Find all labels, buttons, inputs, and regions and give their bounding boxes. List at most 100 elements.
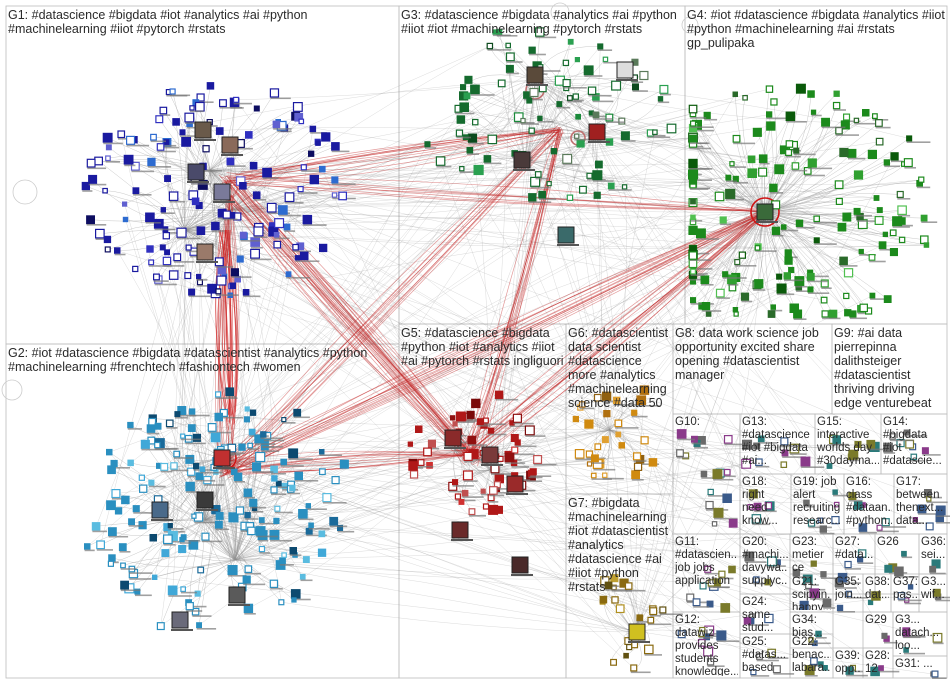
node-caption	[932, 677, 947, 679]
edge-inter	[311, 525, 636, 633]
node-caption	[322, 502, 347, 504]
hub-avatar	[196, 243, 214, 261]
node	[466, 146, 474, 154]
edge-mention	[468, 131, 561, 457]
node	[279, 557, 286, 565]
node	[471, 398, 481, 409]
node-caption	[803, 506, 815, 508]
node-caption	[755, 465, 770, 468]
node-caption	[124, 164, 136, 167]
edge	[195, 102, 231, 211]
node	[435, 156, 446, 166]
edge	[234, 451, 322, 561]
node	[867, 599, 874, 606]
node-caption	[805, 675, 818, 677]
edge-mention	[468, 128, 559, 454]
node-caption	[898, 224, 913, 227]
node	[772, 665, 781, 674]
edge-inter	[534, 79, 910, 139]
node	[299, 573, 306, 580]
edge	[182, 132, 211, 171]
node	[195, 472, 204, 481]
node-caption	[270, 472, 287, 475]
node-caption	[118, 138, 131, 140]
node	[791, 162, 800, 170]
edge-mention	[217, 229, 230, 431]
edge-inter	[245, 292, 491, 471]
edge-inter	[483, 211, 766, 492]
node	[196, 622, 202, 629]
node-caption	[163, 265, 185, 267]
node-caption	[702, 310, 722, 312]
edge-inter	[221, 457, 663, 611]
node	[925, 522, 934, 531]
edge	[534, 75, 636, 88]
node-caption	[281, 422, 296, 424]
node	[152, 574, 158, 581]
edge-mention	[227, 209, 765, 479]
node-caption	[200, 471, 222, 474]
node	[689, 297, 697, 304]
node	[858, 248, 864, 255]
node	[211, 221, 220, 231]
node	[594, 443, 602, 451]
node-caption	[741, 300, 753, 303]
node-caption	[489, 494, 505, 497]
node	[878, 665, 884, 671]
node-caption	[848, 500, 863, 502]
node-caption	[733, 181, 749, 184]
node-caption	[690, 274, 705, 276]
edge-mention	[221, 131, 565, 469]
node-caption	[467, 418, 483, 421]
node-caption	[918, 513, 939, 515]
node	[202, 145, 210, 153]
node	[455, 411, 466, 422]
edge-inter	[162, 247, 236, 561]
node	[844, 560, 852, 569]
node	[633, 462, 643, 471]
node-caption	[716, 297, 730, 299]
edge-inter	[229, 209, 927, 246]
node-caption	[822, 317, 841, 320]
node	[716, 630, 727, 641]
node	[139, 484, 148, 493]
edge-mention	[229, 129, 562, 180]
node-caption	[869, 260, 886, 263]
node-caption	[197, 285, 215, 287]
edge-inter	[634, 462, 654, 633]
edge-inter	[209, 79, 536, 123]
node	[192, 433, 202, 442]
group-label-g11: G11: #datascien... job jobs application	[675, 536, 738, 587]
node	[562, 78, 571, 88]
node	[809, 588, 820, 599]
edge-inter	[221, 137, 466, 459]
node-caption	[259, 522, 278, 525]
node	[294, 471, 304, 481]
node	[935, 505, 946, 516]
node	[707, 579, 716, 587]
node-caption	[509, 425, 528, 428]
node	[590, 472, 597, 479]
node-caption	[538, 198, 557, 200]
node-caption	[295, 260, 320, 262]
node	[712, 469, 723, 480]
node	[747, 504, 754, 510]
node	[751, 514, 762, 524]
node	[248, 428, 256, 436]
group-label-g7: G7: #bigdata #machinelearning #iot #data…	[568, 496, 669, 594]
node	[105, 144, 112, 151]
node-caption	[452, 485, 474, 487]
group-label-g29: G29	[865, 614, 887, 626]
node	[771, 226, 781, 236]
node	[294, 255, 301, 261]
node	[243, 488, 253, 498]
node	[776, 273, 783, 280]
node-caption	[216, 294, 239, 296]
node	[842, 212, 852, 222]
edge-inter	[609, 429, 840, 583]
edge-inter	[609, 186, 627, 431]
edge-inter	[261, 159, 526, 550]
node	[813, 237, 820, 244]
node-caption	[691, 442, 702, 445]
node	[233, 96, 240, 103]
